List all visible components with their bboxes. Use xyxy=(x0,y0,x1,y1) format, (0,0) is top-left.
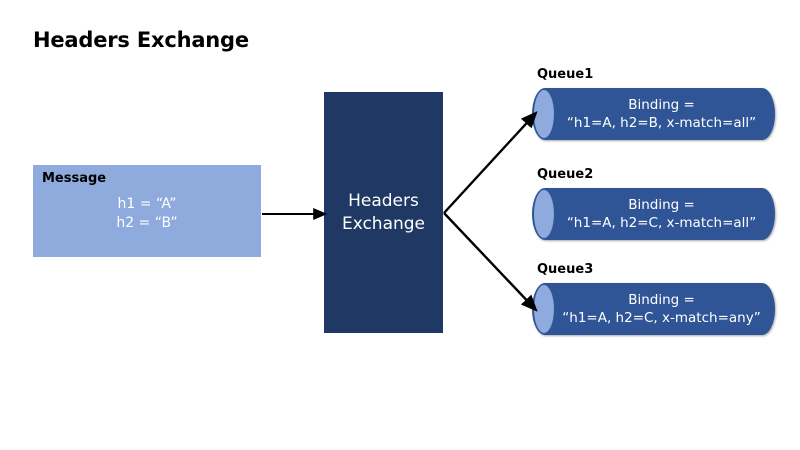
queue-3-name: Queue3 xyxy=(537,262,594,277)
queue-2-name: Queue2 xyxy=(537,167,594,182)
queue-3-binding-label: Binding = xyxy=(628,292,695,308)
queue-1-binding-label: Binding = xyxy=(628,97,695,113)
message-header-h1: h1 = “A” xyxy=(117,196,177,212)
queue-1-binding-value: “h1=A, h2=B, x-match=all” xyxy=(566,115,757,131)
queue-2: Queue2 Binding = “h1=A, h2=C, x-match=al… xyxy=(532,167,775,240)
headers-exchange-label: Headers Exchange xyxy=(341,190,426,234)
queue-1-cylinder: Binding = “h1=A, h2=B, x-match=all” xyxy=(532,88,775,140)
message-headers: h1 = “A” h2 = “B” xyxy=(33,195,261,233)
queue-1-cylinder-cap xyxy=(533,89,555,139)
queue-2-cylinder: Binding = “h1=A, h2=C, x-match=all” xyxy=(532,188,775,240)
arrow-exchange-to-queue-1 xyxy=(443,111,538,214)
queue-1-name: Queue1 xyxy=(537,67,594,82)
queue-3-cylinder-cap xyxy=(533,284,555,334)
message-box: Message h1 = “A” h2 = “B” xyxy=(33,165,261,257)
queue-3-binding: Binding = “h1=A, h2=C, x-match=any” xyxy=(554,291,769,327)
queue-1: Queue1 Binding = “h1=A, h2=B, x-match=al… xyxy=(532,67,775,140)
queue-3: Queue3 Binding = “h1=A, h2=C, x-match=an… xyxy=(532,262,775,335)
page-title: Headers Exchange xyxy=(33,28,249,52)
queue-3-cylinder: Binding = “h1=A, h2=C, x-match=any” xyxy=(532,283,775,335)
queue-2-binding: Binding = “h1=A, h2=C, x-match=all” xyxy=(554,196,769,232)
queue-2-binding-label: Binding = xyxy=(628,197,695,213)
message-box-label: Message xyxy=(42,171,107,186)
message-header-h2: h2 = “B” xyxy=(116,215,178,231)
queue-3-binding-value: “h1=A, h2=C, x-match=any” xyxy=(562,310,761,326)
queue-1-binding: Binding = “h1=A, h2=B, x-match=all” xyxy=(554,96,769,132)
arrow-exchange-to-queue-3 xyxy=(443,212,538,312)
queue-2-binding-value: “h1=A, h2=C, x-match=all” xyxy=(566,215,757,231)
headers-exchange-box: Headers Exchange xyxy=(324,92,443,333)
queue-2-cylinder-cap xyxy=(533,189,555,239)
